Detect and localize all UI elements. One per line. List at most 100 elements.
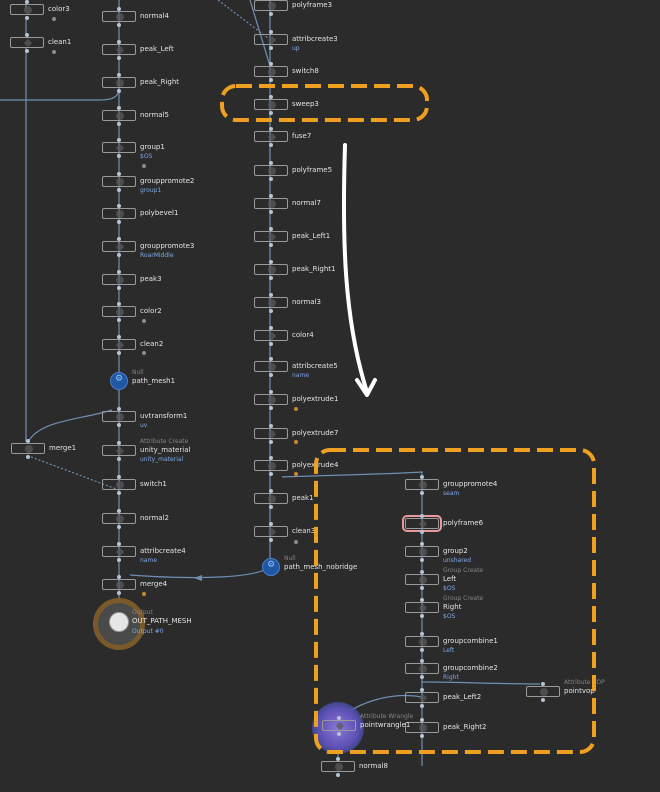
output-port[interactable] bbox=[25, 49, 29, 53]
output-port[interactable] bbox=[269, 276, 273, 280]
node-fuse7[interactable] bbox=[254, 131, 288, 142]
output-port[interactable] bbox=[269, 46, 273, 50]
output-port[interactable] bbox=[269, 12, 273, 16]
output-node-out-path-mesh[interactable] bbox=[109, 612, 129, 632]
node-pointvop[interactable] bbox=[526, 686, 560, 697]
input-port[interactable] bbox=[269, 194, 273, 198]
output-port[interactable] bbox=[25, 16, 29, 20]
node-normal2[interactable] bbox=[102, 513, 136, 524]
output-port[interactable] bbox=[269, 505, 273, 509]
node-clean2[interactable] bbox=[102, 339, 136, 350]
output-port[interactable] bbox=[420, 648, 424, 652]
input-port[interactable] bbox=[337, 716, 341, 720]
output-port[interactable] bbox=[117, 351, 121, 355]
output-port[interactable] bbox=[117, 23, 121, 27]
input-port[interactable] bbox=[420, 598, 424, 602]
input-port[interactable] bbox=[269, 357, 273, 361]
input-port[interactable] bbox=[420, 475, 424, 479]
input-port[interactable] bbox=[269, 30, 273, 34]
node-polyextrude4[interactable] bbox=[254, 460, 288, 471]
node-peak3[interactable] bbox=[102, 274, 136, 285]
node-color3[interactable] bbox=[10, 4, 44, 15]
node-merge4[interactable] bbox=[102, 579, 136, 590]
node-peak-left2[interactable] bbox=[405, 692, 439, 703]
input-port[interactable] bbox=[117, 509, 121, 513]
input-port[interactable] bbox=[269, 95, 273, 99]
input-port[interactable] bbox=[269, 161, 273, 165]
output-port[interactable] bbox=[269, 243, 273, 247]
input-port[interactable] bbox=[117, 407, 121, 411]
output-port[interactable] bbox=[420, 558, 424, 562]
output-port[interactable] bbox=[269, 440, 273, 444]
output-port[interactable] bbox=[117, 525, 121, 529]
input-port[interactable] bbox=[117, 302, 121, 306]
output-port[interactable] bbox=[420, 491, 424, 495]
node-polyextrude1[interactable] bbox=[254, 394, 288, 405]
node-peak-left[interactable] bbox=[102, 44, 136, 55]
node-switch8[interactable] bbox=[254, 66, 288, 77]
node-group2[interactable] bbox=[405, 546, 439, 557]
output-port[interactable] bbox=[420, 734, 424, 738]
output-port[interactable] bbox=[269, 373, 273, 377]
output-port[interactable] bbox=[26, 455, 30, 459]
input-port[interactable] bbox=[117, 204, 121, 208]
input-port[interactable] bbox=[117, 575, 121, 579]
input-port[interactable] bbox=[420, 632, 424, 636]
node-pointwrangle1[interactable] bbox=[322, 720, 356, 731]
input-port[interactable] bbox=[117, 7, 121, 11]
output-port[interactable] bbox=[336, 773, 340, 777]
input-port[interactable] bbox=[336, 757, 340, 761]
input-port[interactable] bbox=[420, 688, 424, 692]
output-port[interactable] bbox=[117, 220, 121, 224]
node-peak-left1[interactable] bbox=[254, 231, 288, 242]
input-port[interactable] bbox=[269, 456, 273, 460]
node-attribcreate4[interactable] bbox=[102, 546, 136, 557]
output-port[interactable] bbox=[269, 538, 273, 542]
node-color4[interactable] bbox=[254, 330, 288, 341]
null-node-path-mesh1[interactable] bbox=[110, 372, 128, 390]
node-clean3[interactable] bbox=[254, 526, 288, 537]
input-port[interactable] bbox=[420, 542, 424, 546]
input-port[interactable] bbox=[269, 62, 273, 66]
input-port[interactable] bbox=[117, 542, 121, 546]
output-port[interactable] bbox=[541, 698, 545, 702]
input-port[interactable] bbox=[269, 522, 273, 526]
node-peak1[interactable] bbox=[254, 493, 288, 504]
output-port[interactable] bbox=[269, 210, 273, 214]
input-port[interactable] bbox=[25, 33, 29, 37]
input-port[interactable] bbox=[541, 682, 545, 686]
output-port[interactable] bbox=[117, 423, 121, 427]
output-port[interactable] bbox=[269, 472, 273, 476]
output-port[interactable] bbox=[117, 457, 121, 461]
input-port[interactable] bbox=[269, 227, 273, 231]
output-port[interactable] bbox=[117, 56, 121, 60]
output-port[interactable] bbox=[117, 188, 121, 192]
input-port[interactable] bbox=[269, 424, 273, 428]
node-unity-material[interactable] bbox=[102, 445, 136, 456]
node-sweep3[interactable] bbox=[254, 99, 288, 110]
node-grouppromote3[interactable] bbox=[102, 241, 136, 252]
output-port[interactable] bbox=[117, 491, 121, 495]
input-port[interactable] bbox=[269, 489, 273, 493]
output-port[interactable] bbox=[269, 309, 273, 313]
output-port[interactable] bbox=[117, 558, 121, 562]
node-normal8[interactable] bbox=[321, 761, 355, 772]
node-groupcombine2[interactable] bbox=[405, 663, 439, 674]
node-color2[interactable] bbox=[102, 306, 136, 317]
input-port[interactable] bbox=[420, 718, 424, 722]
output-port[interactable] bbox=[420, 614, 424, 618]
node-polyframe5[interactable] bbox=[254, 165, 288, 176]
input-port[interactable] bbox=[117, 106, 121, 110]
node-normal4[interactable] bbox=[102, 11, 136, 22]
node-left[interactable] bbox=[405, 574, 439, 585]
input-port[interactable] bbox=[117, 237, 121, 241]
node-attribcreate5[interactable] bbox=[254, 361, 288, 372]
null-node-path-mesh-nobridge[interactable] bbox=[262, 558, 280, 576]
output-port[interactable] bbox=[420, 704, 424, 708]
output-port[interactable] bbox=[420, 530, 424, 534]
input-port[interactable] bbox=[117, 475, 121, 479]
input-port[interactable] bbox=[117, 73, 121, 77]
node-groupcombine1[interactable] bbox=[405, 636, 439, 647]
node-normal7[interactable] bbox=[254, 198, 288, 209]
node-switch1[interactable] bbox=[102, 479, 136, 490]
